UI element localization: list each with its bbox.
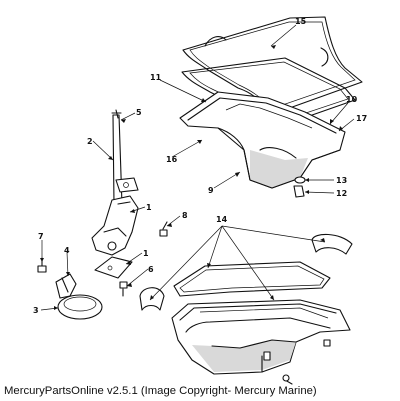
callout-17: 17 [356, 114, 367, 123]
callout-13: 13 [336, 176, 347, 185]
callout-6: 6 [148, 265, 154, 274]
callout-9: 9 [208, 186, 214, 195]
callout-14: 14 [216, 215, 228, 224]
callout-10: 10 [346, 95, 358, 104]
callout-8: 8 [182, 211, 188, 220]
callout-5: 5 [136, 108, 142, 117]
drain-plug [293, 185, 305, 198]
callout-1-upper: 1 [146, 203, 152, 212]
callout-15: 15 [295, 17, 307, 26]
drain-plug-washer [294, 176, 306, 184]
bolt-6 [119, 281, 128, 297]
callout-2: 2 [87, 137, 93, 146]
callout-12: 12 [336, 189, 347, 198]
callout-11: 11 [150, 73, 162, 82]
leader-lines [40, 24, 355, 311]
copyright-caption: MercuryPartsOnline v2.5.1 (Image Copyrig… [4, 385, 317, 397]
callout-7: 7 [38, 232, 44, 241]
rear-main-seal-right [311, 233, 353, 255]
callout-3: 3 [33, 306, 39, 315]
bolt-8 [159, 221, 168, 237]
oil-pump-screen [55, 273, 103, 320]
callout-4: 4 [64, 246, 70, 255]
upper-oil-pan [179, 91, 346, 189]
pickup-gasket [94, 256, 133, 279]
lower-gasket-set [173, 261, 331, 297]
callout-16: 16 [166, 155, 178, 164]
lower-oil-pan [171, 299, 351, 385]
callout-1-lower: 1 [143, 249, 149, 258]
leader-arrowheads [40, 45, 343, 310]
oil-pump-pickup [91, 177, 139, 256]
callout-labels: 15 11 10 17 16 9 13 12 5 2 1 8 14 1 6 7 … [33, 17, 367, 315]
